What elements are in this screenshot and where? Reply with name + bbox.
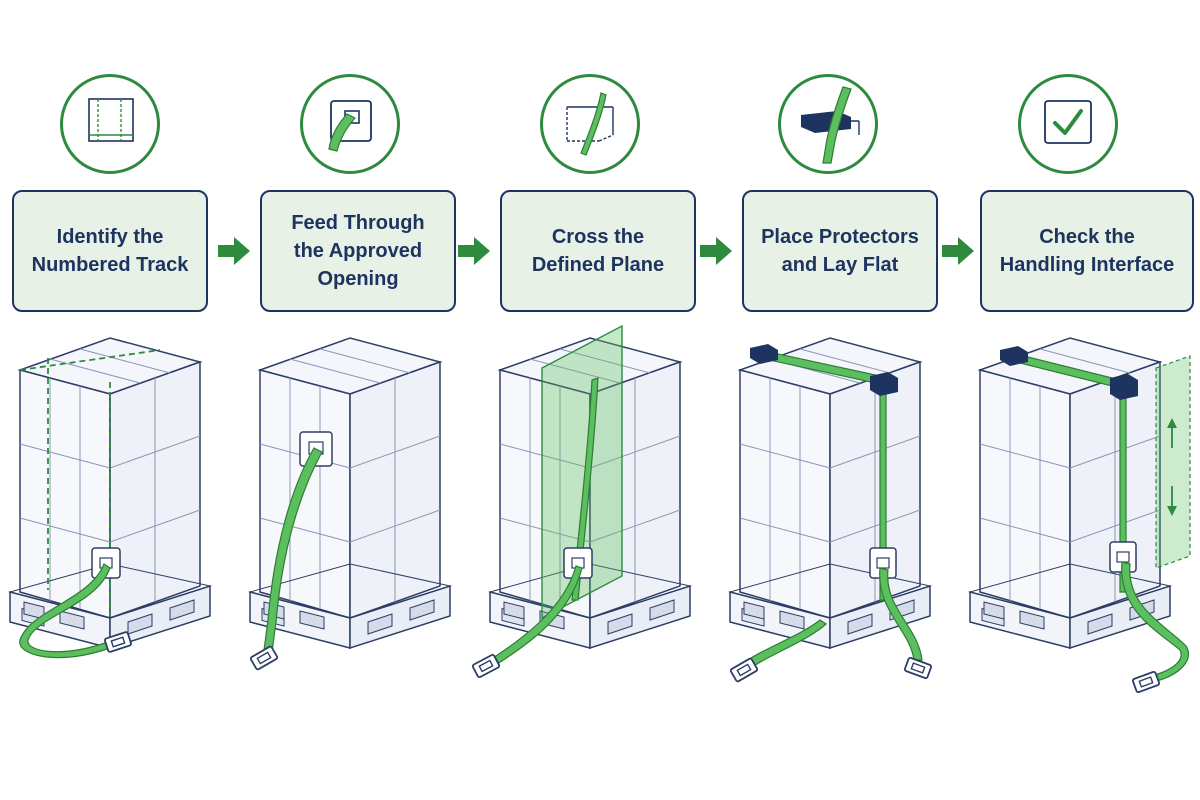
arrow-right-icon bbox=[218, 237, 250, 265]
opening-strap-icon bbox=[300, 74, 400, 174]
arrow-right-icon bbox=[458, 237, 490, 265]
step-4-label: Place Protectors and Lay Flat bbox=[761, 226, 919, 276]
arrow-right-icon bbox=[700, 237, 732, 265]
step-2: Feed Through the Approved Opening bbox=[240, 0, 480, 800]
numbered-track-icon bbox=[60, 74, 160, 174]
pallet-1 bbox=[9, 337, 211, 659]
step-2-label: Feed Through the Approved Opening bbox=[291, 212, 425, 290]
step-5-label: Check the Handling Interface bbox=[999, 226, 1175, 276]
step-1-label: Identify the Numbered Track bbox=[31, 226, 189, 276]
arrow-right-icon bbox=[942, 237, 974, 265]
step-3-label-box: Cross the Defined Plane bbox=[500, 190, 696, 312]
step-4-label-box: Place Protectors and Lay Flat bbox=[742, 190, 938, 312]
step-5: Check the Handling Interface bbox=[960, 0, 1200, 800]
pallet-5 bbox=[969, 337, 1191, 694]
pallet-illustrations bbox=[9, 324, 1191, 694]
step-1: Identify the Numbered Track bbox=[0, 0, 240, 800]
step-5-label-box: Check the Handling Interface bbox=[980, 190, 1194, 312]
step-3: Cross the Defined Plane bbox=[480, 0, 720, 800]
step-4: Place Protectors and Lay Flat bbox=[720, 0, 960, 800]
step-3-label: Cross the Defined Plane bbox=[531, 226, 665, 276]
corner-protector-icon bbox=[778, 74, 878, 174]
checkmark-icon bbox=[1018, 74, 1118, 174]
step-1-label-box: Identify the Numbered Track bbox=[12, 190, 208, 312]
pallet-4 bbox=[729, 337, 933, 683]
pallet-2 bbox=[249, 337, 451, 671]
plane-strap-icon bbox=[540, 74, 640, 174]
pallet-3 bbox=[471, 324, 691, 679]
step-2-label-box: Feed Through the Approved Opening bbox=[260, 190, 456, 312]
